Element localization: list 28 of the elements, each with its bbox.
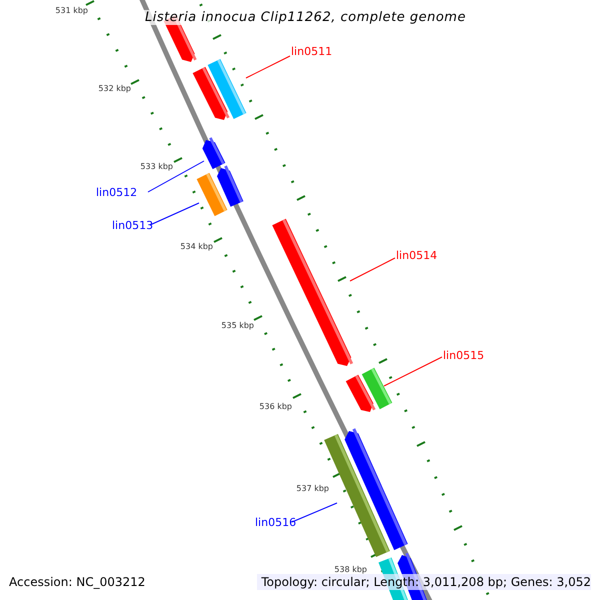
- leader-line: [246, 56, 290, 78]
- scale-label: 532 kbp: [98, 85, 131, 93]
- pointed-gene-feature: [192, 66, 230, 120]
- scale-label: 538 kbp: [334, 566, 367, 574]
- leader-line: [150, 202, 200, 226]
- gene-bar: [196, 172, 228, 216]
- genome-info-text: Topology: circular; Length: 3,011,208 bp; Genes: 3,052: [257, 574, 591, 590]
- pointed-gene-feature: [346, 374, 376, 412]
- leader-line: [384, 356, 442, 386]
- leader-line: [292, 502, 338, 522]
- scale-label: 536 kbp: [259, 403, 292, 411]
- accession-text: Accession: NC_003212: [9, 576, 146, 588]
- scale-label: 531 kbp: [55, 7, 88, 15]
- gene-label: lin0512: [96, 187, 138, 198]
- gene-label: lin0515: [443, 350, 484, 361]
- scale-label: 533 kbp: [140, 163, 173, 171]
- scale-label: 534 kbp: [180, 243, 213, 251]
- diagram-title: Listeria innocua Clip11262, complete genome: [143, 10, 468, 25]
- scale-label: 535 kbp: [221, 322, 254, 330]
- pointed-gene-feature: [202, 137, 226, 170]
- gene-label: lin0514: [396, 250, 438, 261]
- gene-label: lin0511: [291, 46, 332, 57]
- leader-line: [148, 160, 204, 192]
- scale-label: 537 kbp: [296, 485, 329, 493]
- pointed-gene-feature: [272, 218, 354, 366]
- leader-line: [350, 258, 396, 282]
- gene-label: lin0513: [112, 220, 154, 231]
- gene-label: lin0516: [255, 517, 296, 528]
